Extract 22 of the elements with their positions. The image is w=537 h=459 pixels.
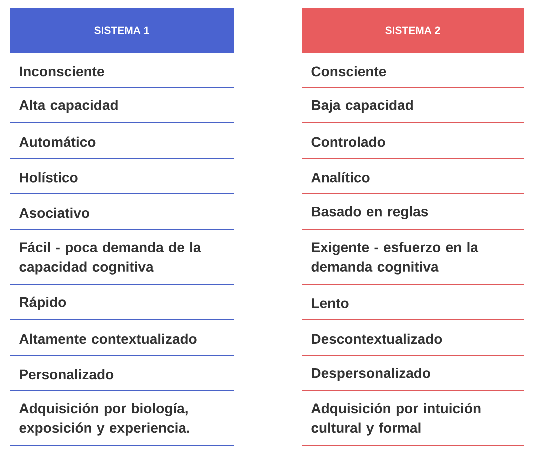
table-cell: Basado en reglas bbox=[312, 206, 428, 220]
header-box: SISTEMA 2 bbox=[302, 8, 524, 53]
table-cell: Fácil - poca demanda de la capacidad cognitiva bbox=[20, 242, 202, 275]
table-cell: Alta capacidad bbox=[20, 100, 118, 114]
table-cell: Exigente - esfuerzo en la demanda cognitiva bbox=[312, 242, 479, 275]
table-cell: Altamente contextualizado bbox=[20, 334, 197, 344]
table-cell: Lento bbox=[312, 298, 349, 308]
table-cell: Personalizado bbox=[20, 369, 114, 380]
table-cell: Rápido bbox=[20, 296, 66, 310]
table-cell: Despersonalizado bbox=[312, 368, 430, 382]
table-cell: Adquisición por intuición cultural y formal bbox=[312, 403, 481, 436]
table-cell: Automático bbox=[20, 136, 96, 148]
table-cell: Baja capacidad bbox=[312, 100, 413, 114]
table-cell: Asociativo bbox=[20, 208, 90, 218]
table-cell: Analítico bbox=[312, 172, 370, 183]
table-cell: Inconsciente bbox=[20, 66, 104, 77]
header-box: SISTEMA 1 bbox=[10, 8, 234, 53]
table-cell: Descontextualizado bbox=[312, 334, 442, 344]
table-cell: Consciente bbox=[312, 66, 386, 77]
table-cell: Holístico bbox=[20, 172, 78, 183]
table-cell: Adquisición por biología, exposición y experiencia. bbox=[20, 403, 190, 436]
table-cell: Controlado bbox=[312, 136, 386, 148]
